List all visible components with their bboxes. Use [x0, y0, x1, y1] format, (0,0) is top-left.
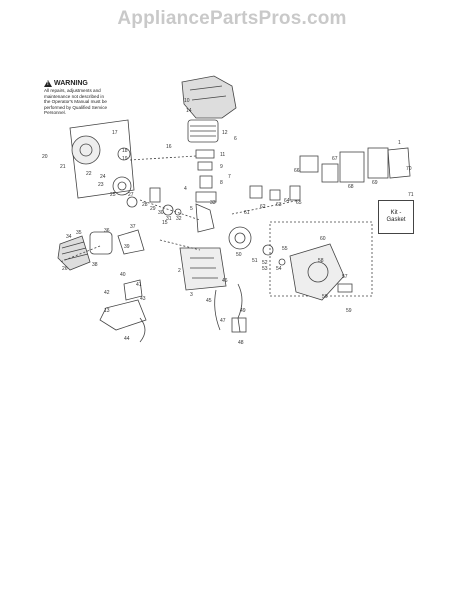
part-label: 24	[100, 174, 106, 180]
part-label: 29	[150, 206, 156, 212]
part-label: 44	[124, 336, 130, 342]
part-label: 62	[260, 204, 266, 210]
part-label: 55	[282, 246, 288, 252]
watermark-logo: AppliancePartsPros.com	[117, 8, 347, 29]
part-label: 58	[318, 258, 324, 264]
part-label: 68	[348, 184, 354, 190]
part-label: 22	[86, 171, 92, 177]
part-label: 43	[140, 296, 146, 302]
part-label: 64	[284, 198, 290, 204]
part-label: 10	[184, 98, 190, 104]
part-label: 54	[276, 266, 282, 272]
part-label: 65	[296, 200, 302, 206]
part-label: 16	[166, 144, 172, 150]
part-label: 30	[158, 210, 164, 216]
part-label: 35	[76, 230, 82, 236]
part-label: 9	[220, 164, 223, 170]
part-label: 69	[372, 180, 378, 186]
part-label: 66	[294, 168, 300, 174]
part-label: 59	[346, 308, 352, 314]
part-label: 51	[252, 258, 258, 264]
part-label: 52	[262, 260, 268, 266]
part-label: 21	[60, 164, 66, 170]
part-label: 17	[112, 130, 118, 136]
part-label: 18	[122, 148, 128, 154]
warning-title: WARNING	[44, 80, 126, 87]
part-label: 38	[92, 262, 98, 268]
part-label: 11	[220, 152, 225, 158]
part-label: 7	[228, 174, 231, 180]
part-label: 53	[262, 266, 268, 272]
part-label: 49	[240, 308, 246, 314]
part-label: 50	[236, 252, 242, 258]
part-label: 36	[104, 228, 110, 234]
part-label: 15	[162, 220, 168, 226]
part-label: 28	[142, 202, 148, 208]
part-label: 5	[190, 206, 193, 212]
part-number-labels: 10 14 12 11 9 8 7 16 17 18 19 20 21 22 2…	[42, 98, 414, 346]
part-label: 42	[104, 290, 110, 296]
part-label: 60	[320, 236, 326, 242]
part-label: 25	[110, 192, 116, 198]
diagram-drawing	[57, 75, 411, 343]
part-label: 32	[176, 216, 182, 222]
part-label: 8	[220, 180, 223, 186]
part-label: 41	[136, 282, 142, 288]
part-label: 13	[104, 308, 110, 314]
part-label: 6	[234, 136, 237, 142]
part-label: 3	[190, 292, 193, 298]
kit-gasket-box: Kit - Gasket	[378, 200, 414, 234]
warning-notice: WARNING All repairs, adjustments and mai…	[44, 80, 126, 116]
part-label: 67	[332, 156, 338, 162]
part-label: 46	[222, 278, 228, 284]
part-label: 48	[238, 340, 244, 346]
part-label: 63	[276, 202, 282, 208]
part-label: 4	[184, 186, 187, 192]
part-label: 71	[408, 192, 414, 198]
part-label: 56	[322, 294, 328, 300]
part-label: 20	[42, 154, 48, 160]
part-label: 37	[130, 224, 136, 230]
part-label: 2	[178, 268, 181, 274]
part-label: 14	[186, 108, 192, 114]
part-label: 23	[98, 182, 104, 188]
part-label: 12	[222, 130, 228, 136]
part-label: 27	[128, 192, 134, 198]
part-label: 45	[206, 298, 212, 304]
part-label: 1	[398, 140, 401, 146]
part-label: 40	[120, 272, 126, 278]
part-label: 33	[210, 200, 216, 206]
warning-triangle-icon	[44, 80, 52, 87]
warning-body: All repairs, adjustments and maintenance…	[44, 88, 108, 116]
part-label: 47	[220, 318, 226, 324]
part-label: 39	[124, 244, 130, 250]
part-label: 34	[66, 234, 72, 240]
part-label: 19	[122, 156, 128, 162]
part-label: 61	[244, 210, 250, 216]
part-label: 70	[406, 166, 412, 172]
part-label: 31	[166, 216, 172, 222]
part-label: 26	[62, 266, 68, 272]
part-label: 57	[342, 274, 348, 280]
